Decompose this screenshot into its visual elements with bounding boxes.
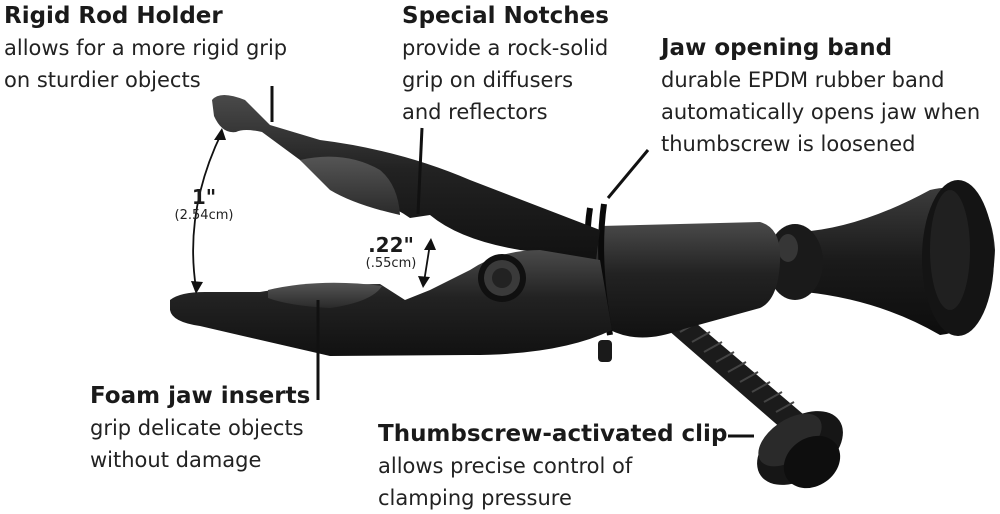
upper-jaw (212, 95, 600, 260)
foam-jaw-inserts-desc: grip delicate objects without damage (90, 416, 304, 472)
jaw-span-value: 1" (191, 185, 217, 209)
leader-jaw-opening-band (606, 149, 650, 199)
rigid-rod-holder-title: Rigid Rod Holder (4, 3, 223, 29)
notch-gap-metric: (.55cm) (365, 256, 417, 271)
special-notches-desc: provide a rock-solid grip on diffusers a… (402, 36, 609, 124)
jaw-span-arrow (192, 131, 223, 289)
dimension-arrows (191, 128, 436, 294)
leader-special-notches (416, 127, 424, 215)
callout-thumbscrew-clip: Thumbscrew-activated clip allows precise… (378, 418, 727, 514)
notch-gap-value: .22" (368, 233, 414, 257)
leader-lines (270, 86, 754, 438)
thumbscrew-clip-title: Thumbscrew-activated clip (378, 421, 728, 447)
jaw-opening-band-desc: durable EPDM rubber band automatically o… (661, 68, 981, 156)
notch-gap-dimension: .22" (.55cm) (356, 234, 426, 272)
thumbscrew (668, 318, 843, 489)
callout-jaw-opening-band: Jaw opening band durable EPDM rubber ban… (661, 32, 980, 160)
rigid-rod-holder-desc: allows for a more rigid grip on sturdier… (4, 36, 288, 92)
callout-rigid-rod-holder: Rigid Rod Holder allows for a more rigid… (4, 0, 287, 96)
foam-jaw-inserts-title: Foam jaw inserts (90, 383, 311, 409)
jaw-span-dimension: 1" (2.54cm) (164, 186, 244, 224)
thumbscrew-clip-desc: allows precise control of clamping press… (378, 454, 633, 510)
notch-gap-arrow (423, 243, 431, 283)
cone-mount (767, 180, 995, 336)
lower-jaw (170, 250, 612, 356)
callout-foam-jaw-inserts: Foam jaw inserts grip delicate objects w… (90, 380, 310, 476)
callout-special-notches: Special Notches provide a rock-solid gri… (402, 0, 609, 128)
jaw-opening-band-title: Jaw opening band (661, 35, 893, 61)
jaw-span-metric: (2.54cm) (174, 208, 234, 223)
special-notches-title: Special Notches (402, 3, 609, 29)
